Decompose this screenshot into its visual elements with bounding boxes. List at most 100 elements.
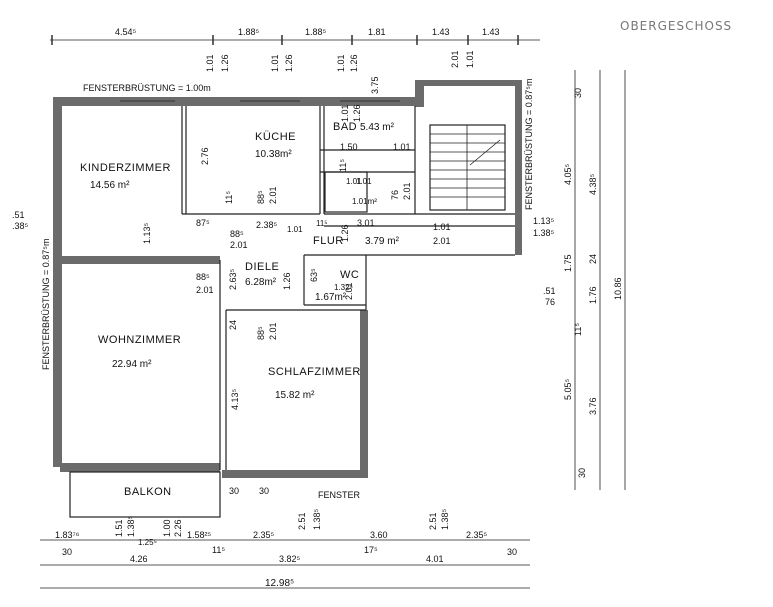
dim-bottom2-1: 4.26 <box>130 554 148 564</box>
room-balkon-name: BALKON <box>124 486 172 498</box>
room-schlafzimmer-name: SCHLAFZIMMER <box>268 366 361 378</box>
dim-bottom1-0: 1.83⁷⁶ <box>55 530 80 540</box>
dim-topvert-7: 2.01 <box>450 50 460 68</box>
room-wc-name: WC <box>340 269 359 281</box>
dim-topvert-1: 1.26 <box>220 54 230 72</box>
dim-int-36: 1.01 <box>346 177 362 186</box>
dim-right-0: 30 <box>573 88 583 98</box>
dim-topvert-4: 1.01 <box>336 54 346 72</box>
dim-left-1: .38⁵ <box>12 221 29 231</box>
interior-walls <box>69 100 515 518</box>
dim-bottom2-6: 30 <box>507 547 517 557</box>
dim-int-9: 2.63⁵ <box>228 268 238 290</box>
dim-int-4: 87⁵ <box>196 218 210 228</box>
wall-stair-left <box>415 80 424 107</box>
dim-topvert-3: 1.26 <box>284 54 294 72</box>
dim-rightouter-2: 1.76 <box>588 286 598 304</box>
exterior-walls <box>53 80 522 478</box>
wall-top <box>53 97 423 106</box>
dim-bottom1-10: 3.60 <box>370 530 388 540</box>
dim-rightouter-4: 10.86 <box>613 277 623 300</box>
dim-int-1: 88⁵ <box>256 190 266 204</box>
dim-int-22: 1.26 <box>340 224 350 242</box>
dim-int-5: 1.13⁵ <box>142 222 152 244</box>
dim-bottom1-8: 2.51 <box>297 512 307 530</box>
dim-topvert-2: 1.01 <box>270 54 280 72</box>
dim-bottom2-0: 30 <box>62 547 72 557</box>
dim-int-8: 2.01 <box>230 240 248 250</box>
room-small-area: 1.01m² <box>352 197 377 206</box>
dim-int-15: 1.01 <box>356 177 372 186</box>
dim-bottom1-2: 1.38⁵ <box>126 515 136 537</box>
dim-int-2: 2.01 <box>268 186 278 204</box>
note-fensterbruestung-right: FENSTERBRÜSTUNG = 0.87⁵m <box>524 78 534 210</box>
dim-right-4: 1.75 <box>563 254 573 272</box>
dim-int-6: 2.38⁵ <box>256 220 278 230</box>
dim-int-23: 1.01 <box>287 225 303 234</box>
dim-int-27: 24 <box>228 320 238 330</box>
dim-bottom2-3: 3.82⁵ <box>279 554 301 564</box>
wall-right <box>515 80 522 255</box>
dim-right-3: 1.38⁵ <box>533 228 555 238</box>
dim-int-24: 63⁵ <box>309 268 319 282</box>
room-flur-area: 3.79 m² <box>365 236 400 247</box>
dim-int-28: 88⁵ <box>256 326 266 340</box>
room-schlafzimmer-area: 15.82 m² <box>275 390 315 401</box>
dim-right-9: 30 <box>577 468 587 478</box>
room-flur-name: FLUR <box>313 235 344 247</box>
dim-top-4: 1.43 <box>432 27 450 37</box>
room-diele-name: DIELE <box>245 261 279 273</box>
dim-rightouter-1: 24 <box>588 254 598 264</box>
wall-schlaf-bottom <box>222 470 367 478</box>
dim-top-5: 1.43 <box>482 27 500 37</box>
room-diele-area: 6.28m² <box>245 277 277 288</box>
note-fensterbruestung-top: FENSTERBRÜSTUNG = 1.00m <box>83 83 211 93</box>
dim-bottom1-5: 2.26 <box>173 519 183 537</box>
room-wohnzimmer-area: 22.94 m² <box>112 359 152 370</box>
dim-int-26: 2.01 <box>344 282 354 300</box>
dim-int-11: 2.01 <box>196 285 214 295</box>
dim-right-7: 11⁵ <box>573 323 583 336</box>
dim-int-12: 1.26 <box>282 272 292 290</box>
dim-top-2: 1.88⁵ <box>305 27 327 37</box>
dim-int-0: 2.76 <box>200 147 210 165</box>
dim-bottom1-13: 2.35⁵ <box>466 530 488 540</box>
dim-top-1: 1.88⁵ <box>238 27 260 37</box>
note-fenster-bottom: FENSTER <box>318 490 361 500</box>
dim-top-0: 4.54⁵ <box>115 27 137 37</box>
room-kinderzimmer-name: KINDERZIMMER <box>80 162 171 174</box>
floor-label: OBERGESCHOSS <box>620 19 732 33</box>
dim-int-35: 1.26 <box>352 104 362 122</box>
dim-right-8: 5.05⁵ <box>563 378 573 400</box>
dim-bottom-total: 12.98⁵ <box>265 578 294 589</box>
dim-int-25: 1.32⁵ <box>334 283 353 292</box>
dim-int-18: 2.01 <box>402 182 412 200</box>
dim-bottom2-4: 17⁵ <box>364 545 378 555</box>
dim-top-3: 1.81 <box>368 27 386 37</box>
dim-int-3: 11⁵ <box>224 191 234 204</box>
room-wohnzimmer-name: WOHNZIMMER <box>98 334 181 346</box>
dim-int-7: 88⁵ <box>230 229 244 239</box>
dim-int-31: 30 <box>229 486 239 496</box>
dim-bottom1-7: 2.35⁵ <box>253 530 275 540</box>
room-kinderzimmer-area: 14.56 m² <box>90 180 130 191</box>
dim-bottom1-1: 1.51 <box>114 519 124 537</box>
dim-bottom1-11: 2.51 <box>428 512 438 530</box>
dim-int-13: 1.50 <box>340 142 358 152</box>
dim-int-14: 1.01 <box>393 142 411 152</box>
dim-right-6: 76 <box>545 297 555 307</box>
wall-kinder-bottom <box>60 256 220 264</box>
dim-topvert-5: 1.26 <box>349 54 359 72</box>
dim-int-32: 30 <box>259 486 269 496</box>
room-bad-area: 5.43 m² <box>360 122 395 133</box>
dim-int-33: 11⁵ <box>316 219 328 228</box>
dim-int-16: 11⁵ <box>338 159 348 172</box>
dim-bottom2-5: 4.01 <box>426 554 444 564</box>
room-wc-area: 1.67m² <box>315 292 347 303</box>
dim-int-29: 2.01 <box>268 322 278 340</box>
dim-int-10: 88⁵ <box>196 272 210 282</box>
dim-bottom2-2: 11⁵ <box>212 545 225 555</box>
dim-bottom1-6: 1.58²⁵ <box>187 530 212 540</box>
dim-int-21: 2.01 <box>433 236 451 246</box>
